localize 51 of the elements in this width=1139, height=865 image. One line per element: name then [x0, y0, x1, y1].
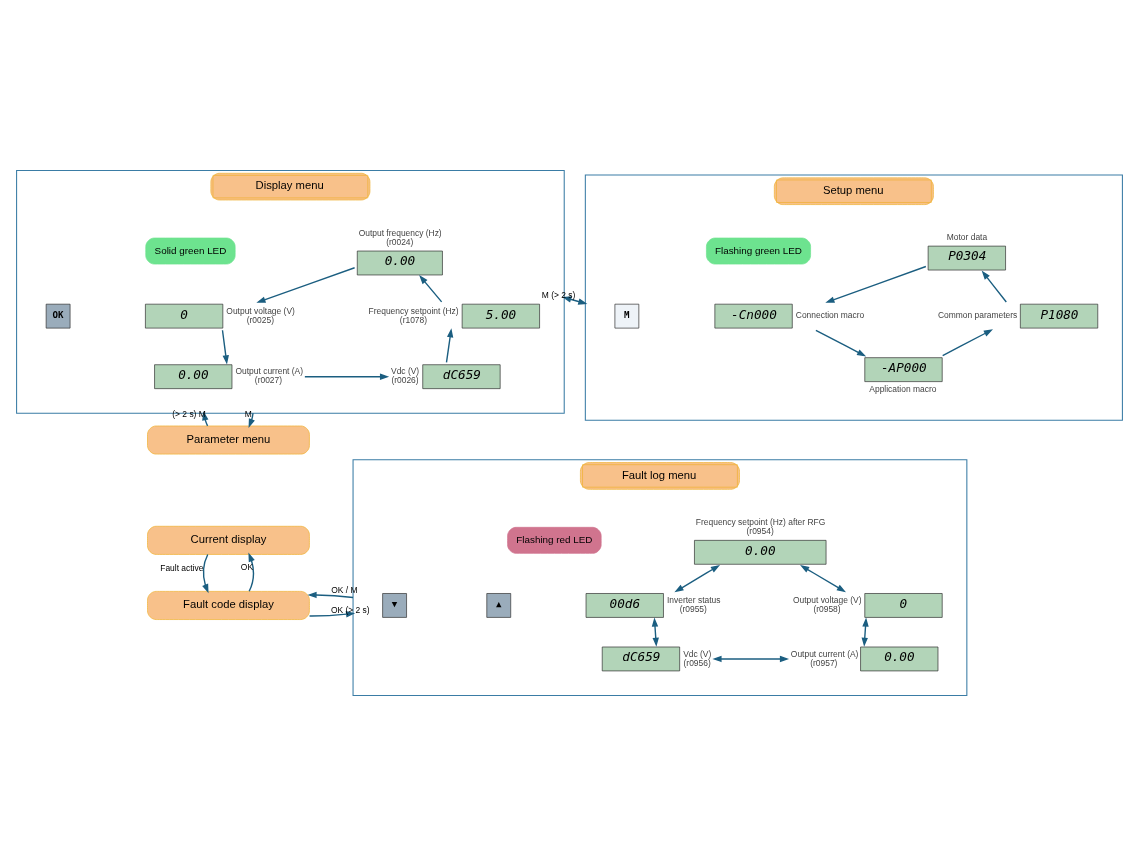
node-label: (r0955) — [679, 603, 707, 614]
node-label: Output voltage (V) — [226, 305, 295, 316]
node-label: (r0958) — [813, 603, 841, 614]
arrow — [981, 270, 1007, 303]
arrow — [248, 552, 255, 592]
arrow — [445, 327, 454, 363]
node-label: Vdc (V) — [683, 648, 712, 659]
node-label: Output current (A) — [235, 365, 304, 376]
node-label: Output frequency (Hz) — [358, 227, 442, 238]
node-label: Application macro — [869, 383, 937, 394]
arrow — [941, 328, 993, 356]
node-label: (r0025) — [246, 314, 274, 325]
node-box: Flashing green LED — [706, 237, 811, 264]
arrow — [202, 553, 209, 593]
arrow — [419, 274, 443, 303]
node-label: Inverter status — [666, 594, 721, 605]
node-box: Current display — [147, 525, 310, 555]
node-label: Vdc (V) — [391, 365, 420, 376]
arrow — [861, 616, 869, 647]
arrow — [307, 591, 354, 598]
node-label: (r0957) — [810, 657, 838, 668]
arrow — [712, 655, 790, 662]
node-box: Parameter menu — [147, 425, 310, 454]
arrow — [304, 372, 390, 380]
node-box: Fault code display — [147, 590, 310, 620]
arrow — [825, 265, 927, 303]
edge-label: OK — [240, 561, 254, 572]
edge-label: OK (> 2 s) — [330, 604, 370, 615]
node-label: (r0956) — [683, 657, 711, 668]
arrow — [674, 564, 721, 592]
edge-label: OK / M — [331, 584, 358, 595]
node-label: (r0954) — [746, 525, 774, 536]
node-label: Common parameters — [937, 309, 1018, 320]
node-label: (r1078) — [399, 314, 428, 325]
node-label: Frequency setpoint (Hz) — [368, 305, 459, 316]
node-label: (r0024) — [386, 236, 414, 247]
node-label: Motor data — [946, 231, 988, 242]
node-box: Solid green LED — [145, 237, 236, 264]
node-label: Connection macro — [795, 309, 865, 320]
arrow — [815, 329, 867, 357]
node-label: Output current (A) — [790, 648, 859, 659]
node-label: (r0026) — [391, 374, 419, 385]
node-label: Frequency setpoint (Hz) after RFG — [695, 516, 826, 527]
edge-label: M (> 2 s) — [541, 289, 576, 300]
node-box: Flashing red LED — [507, 526, 602, 554]
arrow — [800, 564, 846, 592]
node-label: (r0027) — [254, 374, 283, 385]
edge-label: Fault active — [160, 562, 204, 573]
arrow — [221, 329, 229, 365]
node-label: Output voltage (V) — [792, 594, 862, 605]
arrow — [256, 266, 356, 303]
